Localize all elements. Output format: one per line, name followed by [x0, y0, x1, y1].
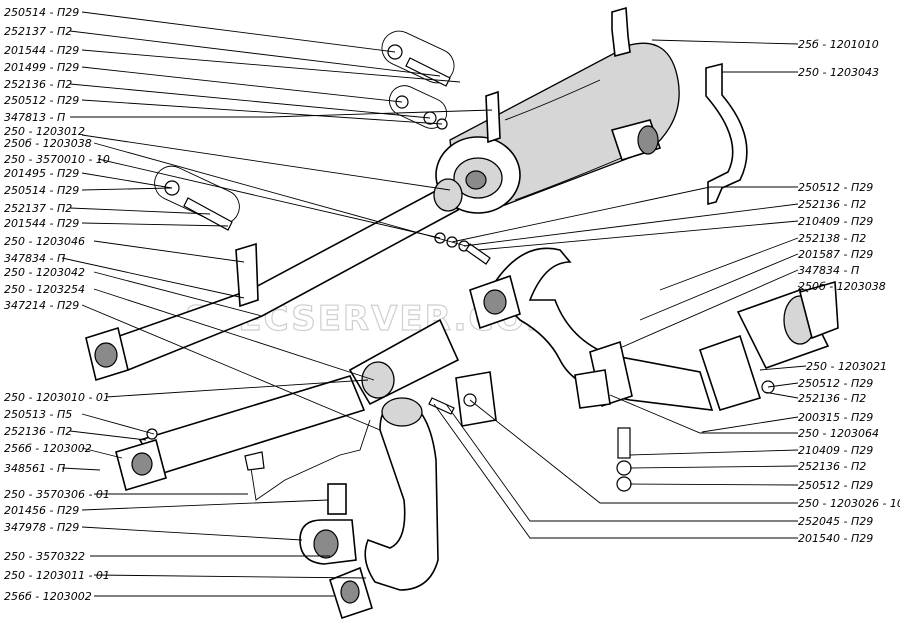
label-right-7: 347834 - П [798, 264, 859, 277]
label-right-13: 250 - 1203064 [798, 427, 879, 440]
label-left-28: 250 - 1203011 - 01 [4, 569, 110, 582]
label-right-17: 250 - 1203026 - 10 [798, 497, 900, 510]
label-right-16: 250512 - П29 [798, 479, 873, 492]
label-right-2: 250512 - П29 [798, 181, 873, 194]
label-right-4: 210409 - П29 [798, 215, 873, 228]
label-left-18: 347214 - П29 [4, 299, 79, 312]
label-left-16: 250 - 1203042 [4, 266, 85, 279]
label-right-0: 25б - 1201010 [798, 38, 879, 51]
label-left-27: 250 - 3570322 [4, 550, 85, 563]
label-right-15: 252136 - П2 [798, 460, 866, 473]
label-right-14: 210409 - П29 [798, 444, 873, 457]
labels-left: 250514 - П29 252137 - П2 201544 - П29 20149… [4, 6, 110, 603]
label-right-19: 201540 - П29 [798, 532, 873, 545]
label-left-7: 250 - 1203012 [4, 125, 85, 138]
label-left-20: 250513 - П5 [4, 408, 72, 421]
label-left-15: 347834 - П [4, 252, 65, 265]
label-left-6: 347813 - П [4, 111, 65, 124]
parts-drawing [85, 6, 839, 620]
label-left-3: 201499 - П29 [4, 61, 79, 74]
resonator [698, 280, 839, 411]
label-left-1: 252137 - П2 [4, 25, 72, 38]
label-right-8: 250б - 1203038 [798, 280, 886, 293]
label-left-13: 201544 - П29 [4, 217, 79, 230]
label-left-8: 250б - 1203038 [4, 137, 92, 150]
label-right-6: 201587 - П29 [798, 248, 873, 261]
label-right-5: 252138 - П2 [798, 232, 866, 245]
heater-tube [244, 419, 371, 501]
bolt-stack-right [616, 427, 632, 492]
label-left-10: 201495 - П29 [4, 167, 79, 180]
bracket-middle [428, 371, 497, 427]
label-left-24: 250 - 3570306 - 01 [4, 488, 110, 501]
bolt-set-middle [434, 232, 491, 265]
muffler-body [435, 6, 680, 214]
label-right-11: 252136 - П2 [798, 392, 866, 405]
label-left-4: 252136 - П2 [4, 78, 72, 91]
labels-right: 25б - 1201010 250 - 1203043 250512 - П29 25… [798, 38, 900, 545]
label-left-25: 201456 - П29 [4, 504, 79, 517]
label-left-0: 250514 - П29 [4, 6, 79, 19]
label-left-5: 250512 - П29 [4, 94, 79, 107]
label-left-21: 252136 - П2 [4, 425, 72, 438]
label-left-22: 256б - 1203002 [4, 442, 92, 455]
label-left-26: 347978 - П29 [4, 521, 79, 534]
label-left-14: 250 - 1203046 [4, 235, 85, 248]
label-right-12: 200315 - П29 [798, 411, 873, 424]
lower-pipe [329, 397, 439, 620]
bolt-set-upper [381, 30, 455, 130]
label-right-9: 250 - 1203021 [806, 360, 887, 373]
label-right-3: 252136 - П2 [798, 198, 866, 211]
s-bend-pipe [469, 247, 714, 411]
label-left-17: 250 - 1203254 [4, 283, 85, 296]
label-left-23: 348561 - П [4, 462, 65, 475]
label-left-2: 201544 - П29 [4, 44, 79, 57]
leader-lines-right [433, 39, 809, 539]
label-left-12: 252137 - П2 [4, 202, 72, 215]
clamp-assembly [299, 483, 357, 565]
intake-pipe [85, 178, 463, 382]
label-right-10: 250512 - П29 [798, 377, 873, 390]
label-left-19: 250 - 1203010 - 01 [4, 391, 110, 404]
label-right-18: 252045 - П29 [798, 515, 873, 528]
label-left-9: 250 - 3570010 - 10 [4, 153, 110, 166]
label-left-29: 256б - 1203002 [4, 590, 92, 603]
strap-clamp [705, 62, 748, 206]
bolt-set-left [154, 165, 240, 231]
label-left-11: 250514 - П29 [4, 184, 79, 197]
label-right-1: 250 - 1203043 [798, 66, 879, 79]
front-pipe [115, 318, 460, 492]
leader-lines-left [61, 11, 493, 597]
